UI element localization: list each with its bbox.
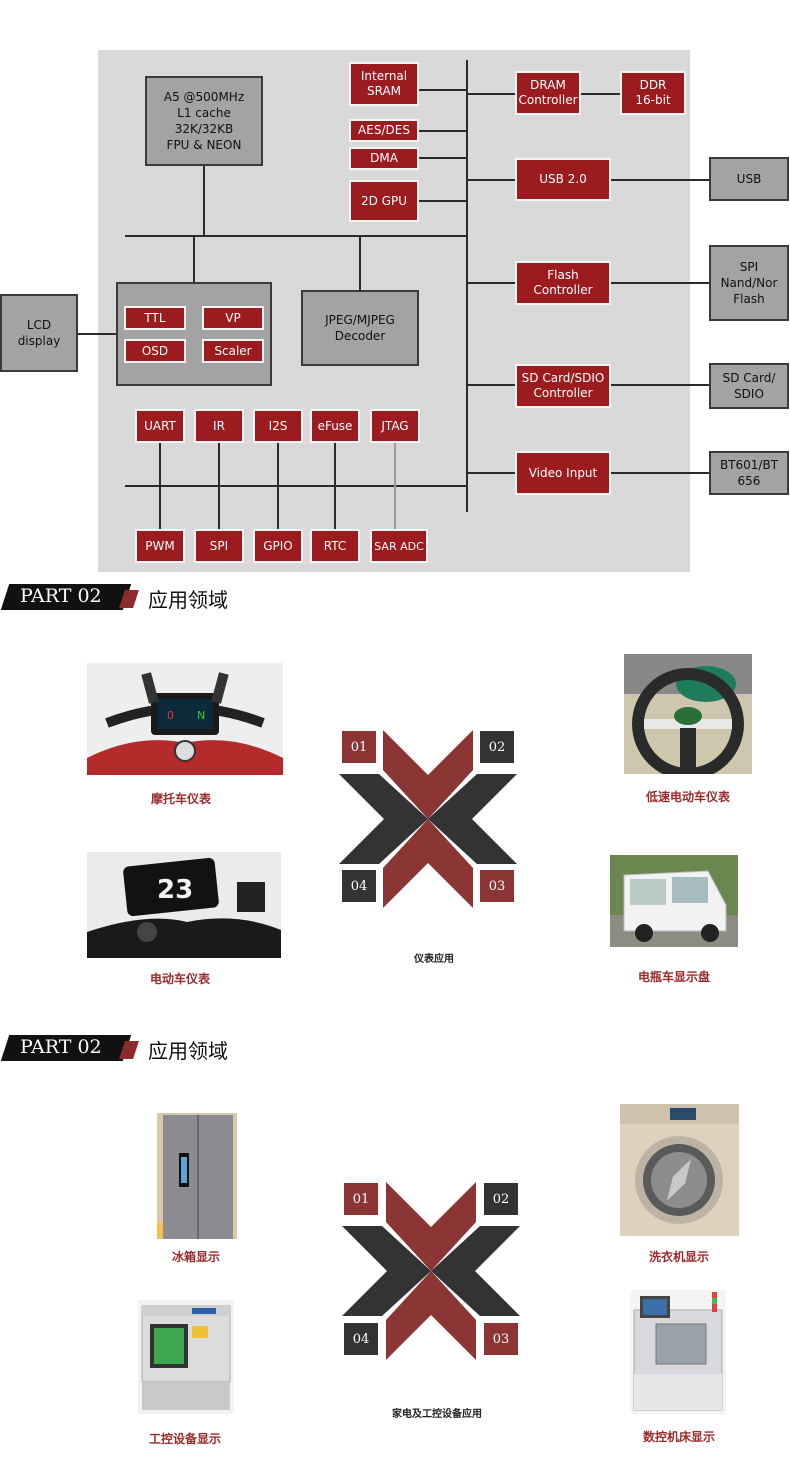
efuse-block: eFuse xyxy=(310,409,360,443)
num-01: 01 xyxy=(344,1183,378,1215)
lcd-display-block: LCD display xyxy=(0,294,78,372)
line-lcd xyxy=(78,333,118,335)
spi-flash-block: SPI Nand/Nor Flash xyxy=(709,245,789,321)
caption-low-speed-ev: 低速电动车仪表 xyxy=(645,790,730,804)
line-jpeg xyxy=(359,236,361,290)
bt601-block: BT601/BT 656 xyxy=(709,451,789,495)
part-banner-1: PART 02 应用领域 xyxy=(0,580,240,614)
sar-adc-block: SAR ADC xyxy=(370,529,428,563)
cpu-block: A5 @500MHz L1 cache 32K/32KB FPU & NEON xyxy=(145,76,263,166)
num-03: 03 xyxy=(484,1323,518,1355)
caption-battery-cart: 电瓶车显示盘 xyxy=(637,970,710,984)
jtag-block: JTAG xyxy=(370,409,420,443)
bus-horizontal-bottom xyxy=(125,485,468,487)
caption-fridge: 冰箱显示 xyxy=(171,1250,220,1264)
i2s-block: I2S xyxy=(253,409,303,443)
line-i2s xyxy=(277,442,279,530)
caption-industrial: 工控设备显示 xyxy=(148,1432,221,1446)
sd-card-block: SD Card/ SDIO xyxy=(709,363,789,409)
electric-cart-photo xyxy=(610,855,738,947)
ddr-block: DDR 16-bit xyxy=(620,71,686,115)
steering-wheel-photo xyxy=(624,654,752,774)
industrial-chamber-photo xyxy=(138,1300,234,1414)
x-graphic-1 xyxy=(339,730,517,908)
line-dram xyxy=(466,93,518,95)
ebike-meter-photo: 23 xyxy=(87,852,281,958)
jpeg-decoder-block: JPEG/MJPEG Decoder xyxy=(301,290,419,366)
internal-sram-block: Internal SRAM xyxy=(349,62,419,106)
line-gpu xyxy=(418,200,468,202)
section-title: 应用领域 xyxy=(148,588,228,612)
line-uart xyxy=(159,442,161,530)
line-aes xyxy=(418,130,468,132)
center-caption-1: 仪表应用 xyxy=(414,954,454,965)
num-02: 02 xyxy=(480,731,514,763)
line-jtag xyxy=(394,442,396,530)
vp-block: VP xyxy=(202,306,264,330)
caption-motorcycle: 摩托车仪表 xyxy=(150,792,211,806)
caption-cnc: 数控机床显示 xyxy=(642,1430,715,1444)
meter-digits: 23 xyxy=(157,875,193,905)
bus-horizontal-top xyxy=(125,235,468,237)
dma-block: DMA xyxy=(349,147,419,170)
center-caption-2: 家电及工控设备应用 xyxy=(392,1409,482,1420)
caption-washer: 洗衣机显示 xyxy=(648,1250,709,1264)
bus-vertical xyxy=(466,60,468,512)
line-cpu xyxy=(203,162,205,236)
line-dma xyxy=(418,157,468,159)
washing-machine-photo xyxy=(620,1104,739,1236)
num-03: 03 xyxy=(480,870,514,902)
line-sram xyxy=(418,89,468,91)
line-ddr xyxy=(578,93,623,95)
part-label: PART 02 xyxy=(20,585,102,607)
flash-controller-block: Flash Controller xyxy=(515,261,611,305)
num-04: 04 xyxy=(342,870,376,902)
ttl-block: TTL xyxy=(124,306,186,330)
pwm-block: PWM xyxy=(135,529,185,563)
scaler-block: Scaler xyxy=(202,339,264,363)
usb20-block: USB 2.0 xyxy=(515,158,611,201)
svg-text:N: N xyxy=(197,709,205,722)
rtc-block: RTC xyxy=(310,529,360,563)
osd-block: OSD xyxy=(124,339,186,363)
svg-text:0: 0 xyxy=(167,709,174,722)
fridge-photo xyxy=(157,1113,237,1239)
cnc-machine-photo xyxy=(630,1290,726,1414)
display-controller-block xyxy=(116,282,272,386)
x-graphic-2 xyxy=(342,1182,520,1360)
sd-controller-block: SD Card/SDIO Controller xyxy=(515,364,611,408)
uart-block: UART xyxy=(135,409,185,443)
dram-controller-block: DRAM Controller xyxy=(515,71,581,115)
gpio-block: GPIO xyxy=(253,529,303,563)
caption-ebike: 电动车仪表 xyxy=(149,972,210,986)
motorcycle-dashboard-photo: 0 N xyxy=(87,663,283,775)
line-display xyxy=(193,236,195,282)
line-efuse xyxy=(334,442,336,530)
spi-block: SPI xyxy=(194,529,244,563)
line-ir xyxy=(218,442,220,530)
gpu-2d-block: 2D GPU xyxy=(349,180,419,222)
ir-block: IR xyxy=(194,409,244,443)
num-01: 01 xyxy=(342,731,376,763)
part-label: PART 02 xyxy=(20,1036,102,1058)
section-title: 应用领域 xyxy=(148,1039,228,1063)
num-02: 02 xyxy=(484,1183,518,1215)
num-04: 04 xyxy=(344,1323,378,1355)
video-input-block: Video Input xyxy=(515,451,611,495)
soc-block-diagram: A5 @500MHz L1 cache 32K/32KB FPU & NEON … xyxy=(78,50,710,572)
part-banner-2: PART 02 应用领域 xyxy=(0,1031,240,1065)
usb-block: USB xyxy=(709,157,789,201)
aes-des-block: AES/DES xyxy=(349,119,419,142)
